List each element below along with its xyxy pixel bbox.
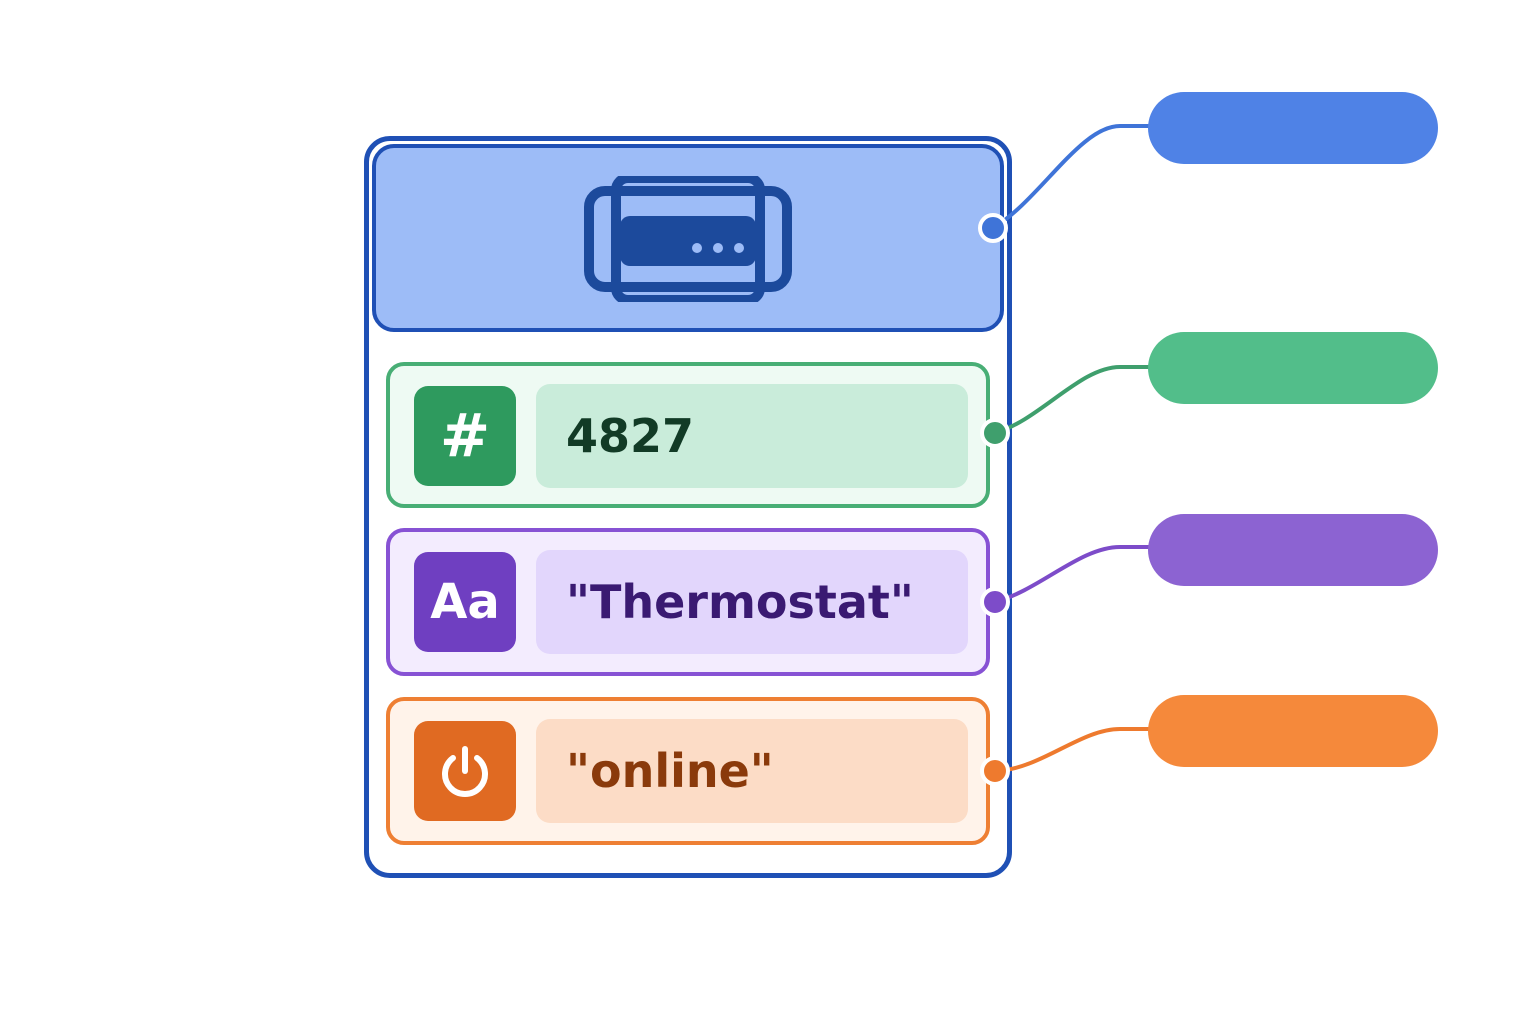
string-label-pill — [1148, 514, 1438, 586]
number-value: 4827 — [536, 384, 968, 488]
header-label-pill — [1148, 92, 1438, 164]
number-label-pill — [1148, 332, 1438, 404]
field-boolean: "online" — [386, 697, 990, 845]
field-number: # 4827 — [386, 362, 990, 508]
string-value: "Thermostat" — [536, 550, 968, 654]
power-icon — [442, 746, 488, 797]
header-connector — [991, 124, 1150, 230]
number-type-badge: # — [414, 386, 516, 486]
boolean-value: "online" — [536, 719, 968, 823]
string-type-badge: Aa — [414, 552, 516, 652]
number-connector — [994, 365, 1150, 435]
device-icon — [584, 176, 792, 302]
boolean-label-pill — [1148, 695, 1438, 767]
boolean-connector — [994, 727, 1150, 773]
field-string: Aa "Thermostat" — [386, 528, 990, 676]
boolean-type-badge — [414, 721, 516, 821]
string-connector — [994, 545, 1150, 604]
